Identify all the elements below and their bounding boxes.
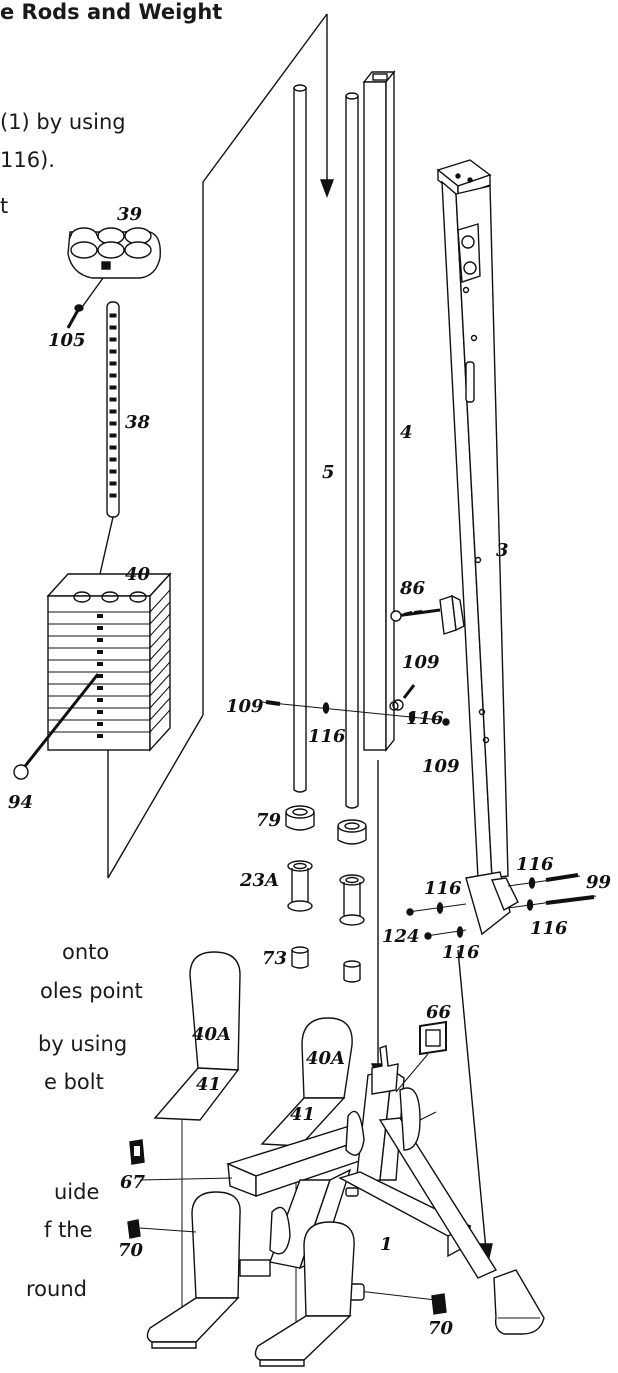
guide-rod-left-5	[293, 84, 307, 793]
label-66: 66	[426, 1002, 452, 1023]
label-116-bottom: 116	[442, 942, 480, 963]
label-40A-right: 40A	[306, 1048, 345, 1069]
instruction-line-3: t	[0, 194, 9, 218]
label-116-top-right: 116	[516, 854, 554, 875]
bracket-86	[390, 594, 465, 635]
cap-70-left	[127, 1219, 197, 1239]
label-23A: 23A	[239, 870, 279, 891]
weight-stack-40	[46, 572, 172, 752]
instruction-line-8: uide	[54, 1180, 100, 1204]
label-5: 5	[322, 462, 335, 483]
instruction-line-1: (1) by using	[0, 110, 126, 134]
bushing-79-right	[337, 819, 367, 845]
label-105: 105	[48, 330, 86, 351]
upright-frame-4	[362, 70, 399, 752]
label-99: 99	[586, 872, 612, 893]
label-38: 38	[125, 412, 151, 433]
stack-guide-plane	[107, 13, 335, 879]
instruction-line-9: f the	[44, 1218, 93, 1242]
instruction-line-2: 116).	[0, 148, 55, 172]
guide-rod-right-5	[345, 92, 359, 809]
label-109-right: 109	[422, 756, 460, 777]
label-39: 39	[117, 204, 143, 225]
label-116-right: 116	[406, 708, 444, 729]
upright-frame-3	[436, 159, 519, 936]
label-94: 94	[8, 792, 33, 813]
label-1: 1	[380, 1234, 393, 1255]
label-109-left: 109	[226, 696, 264, 717]
spacer-23A-left	[287, 860, 313, 912]
instruction-line-7: e bolt	[44, 1070, 104, 1094]
label-124: 124	[382, 926, 420, 947]
bushing-73-right	[343, 960, 361, 983]
label-116-far-right: 116	[530, 918, 568, 939]
instruction-line-4: onto	[62, 940, 110, 964]
label-79: 79	[256, 810, 282, 831]
top-plate-39	[67, 227, 161, 311]
bushing-79-left	[285, 805, 315, 831]
label-73: 73	[262, 948, 287, 969]
label-67: 67	[120, 1172, 146, 1193]
label-40A-left: 40A	[192, 1024, 231, 1045]
label-40: 40	[125, 564, 151, 585]
rear-foot-cap	[493, 1269, 545, 1335]
label-41-left: 41	[196, 1074, 221, 1095]
instruction-line-10: round	[26, 1277, 87, 1301]
label-4: 4	[400, 422, 413, 443]
foot-plate-right	[254, 1221, 355, 1367]
cap-67	[129, 1139, 145, 1165]
base-bolts-99	[406, 873, 597, 940]
section-title: e Rods and Weight	[0, 0, 223, 24]
cap-66	[395, 1020, 447, 1093]
instruction-line-6: by using	[38, 1032, 128, 1056]
screw-105	[66, 304, 84, 329]
instruction-line-5: oles point	[40, 979, 143, 1003]
selector-rod-38	[99, 301, 120, 575]
label-3: 3	[496, 540, 509, 561]
foot-pad-40A-right	[260, 1017, 353, 1340]
cap-70-right	[431, 1293, 447, 1315]
label-109-top: 109	[402, 652, 440, 673]
label-116-mid: 116	[424, 878, 462, 899]
base-frame-1	[139, 1045, 498, 1301]
label-70-left: 70	[118, 1240, 144, 1261]
label-41-right: 41	[290, 1104, 315, 1125]
foot-plate-left	[146, 1191, 271, 1349]
spacer-23A-right	[339, 874, 365, 926]
label-70-right: 70	[428, 1318, 454, 1339]
label-86: 86	[399, 578, 426, 599]
weight-pin-94	[13, 673, 100, 780]
foot-pad-40A-left	[153, 951, 241, 1310]
label-116-left: 116	[308, 726, 346, 747]
cross-bolt-109	[261, 684, 450, 726]
bushing-73-left	[291, 946, 309, 969]
